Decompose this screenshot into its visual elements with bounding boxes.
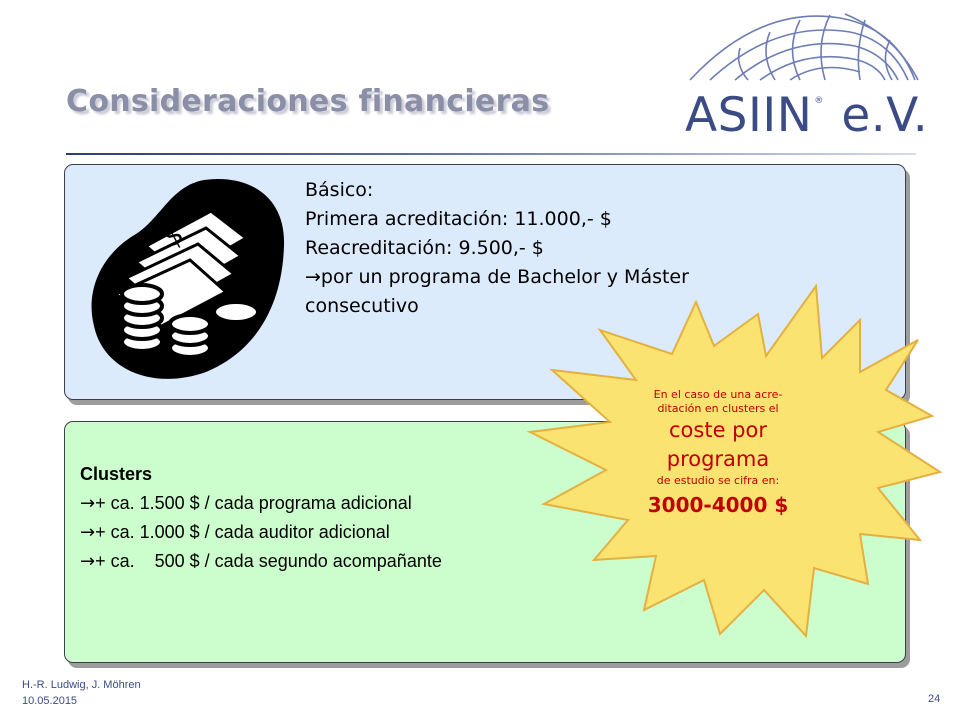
basic-heading: Básico:: [305, 179, 374, 201]
arrow-right-icon: →: [80, 493, 96, 514]
cluster-item: + ca. 1.000 $ / cada auditor adicional: [95, 522, 390, 542]
clusters-pricing-text: Clusters →+ ca. 1.500 $ / cada programa …: [80, 460, 442, 576]
asiin-logo-wordmark: ASIIN® e.V.: [685, 88, 928, 143]
cluster-item: + ca. 500 $ / cada segundo acompañante: [95, 551, 442, 571]
money-icon: $: [91, 178, 285, 379]
callout-line: En el caso de una acre-: [653, 388, 783, 401]
callout-emphasis: programa: [666, 447, 770, 471]
starburst-callout: [526, 284, 943, 639]
logo-registered-mark: ®: [814, 96, 824, 106]
logo-name: ASIIN: [685, 88, 813, 143]
cluster-item: + ca. 1.500 $ / cada programa adicional: [95, 493, 412, 513]
basic-pricing-text: Básico: Primera acreditación: 11.000,- $…: [305, 176, 825, 321]
callout-text: En el caso de una acre- ditación en clus…: [600, 388, 836, 520]
first-accreditation-price: Primera acreditación: 11.000,- $: [305, 208, 612, 230]
per-program-note-cont: consecutivo: [305, 295, 419, 317]
slide-title: Consideraciones financieras: [66, 84, 550, 119]
footer-authors: H.-R. Ludwig, J. Möhren: [22, 679, 141, 691]
footer: H.-R. Ludwig, J. Möhren 10.05.2015: [22, 677, 141, 709]
per-program-note: por un programa de Bachelor y Máster: [320, 266, 689, 288]
arrow-right-icon: →: [80, 522, 96, 543]
logo-suffix: e.V.: [841, 88, 929, 143]
reaccreditation-price: Reacreditación: 9.500,- $: [305, 237, 544, 259]
asiin-globe-logo-icon: [689, 13, 919, 81]
arrow-right-icon: →: [305, 266, 321, 288]
arrow-right-icon: →: [80, 551, 96, 572]
callout-emphasis: coste por: [669, 418, 767, 442]
title-underline: [66, 153, 916, 155]
callout-line: de estudio se cifra en:: [656, 474, 780, 487]
footer-date: 10.05.2015: [22, 695, 78, 707]
callout-amount: 3000-4000 $: [647, 493, 789, 517]
callout-line: ditación en clusters el: [657, 402, 779, 415]
clusters-heading: Clusters: [80, 464, 153, 484]
page-number: 24: [928, 693, 941, 705]
